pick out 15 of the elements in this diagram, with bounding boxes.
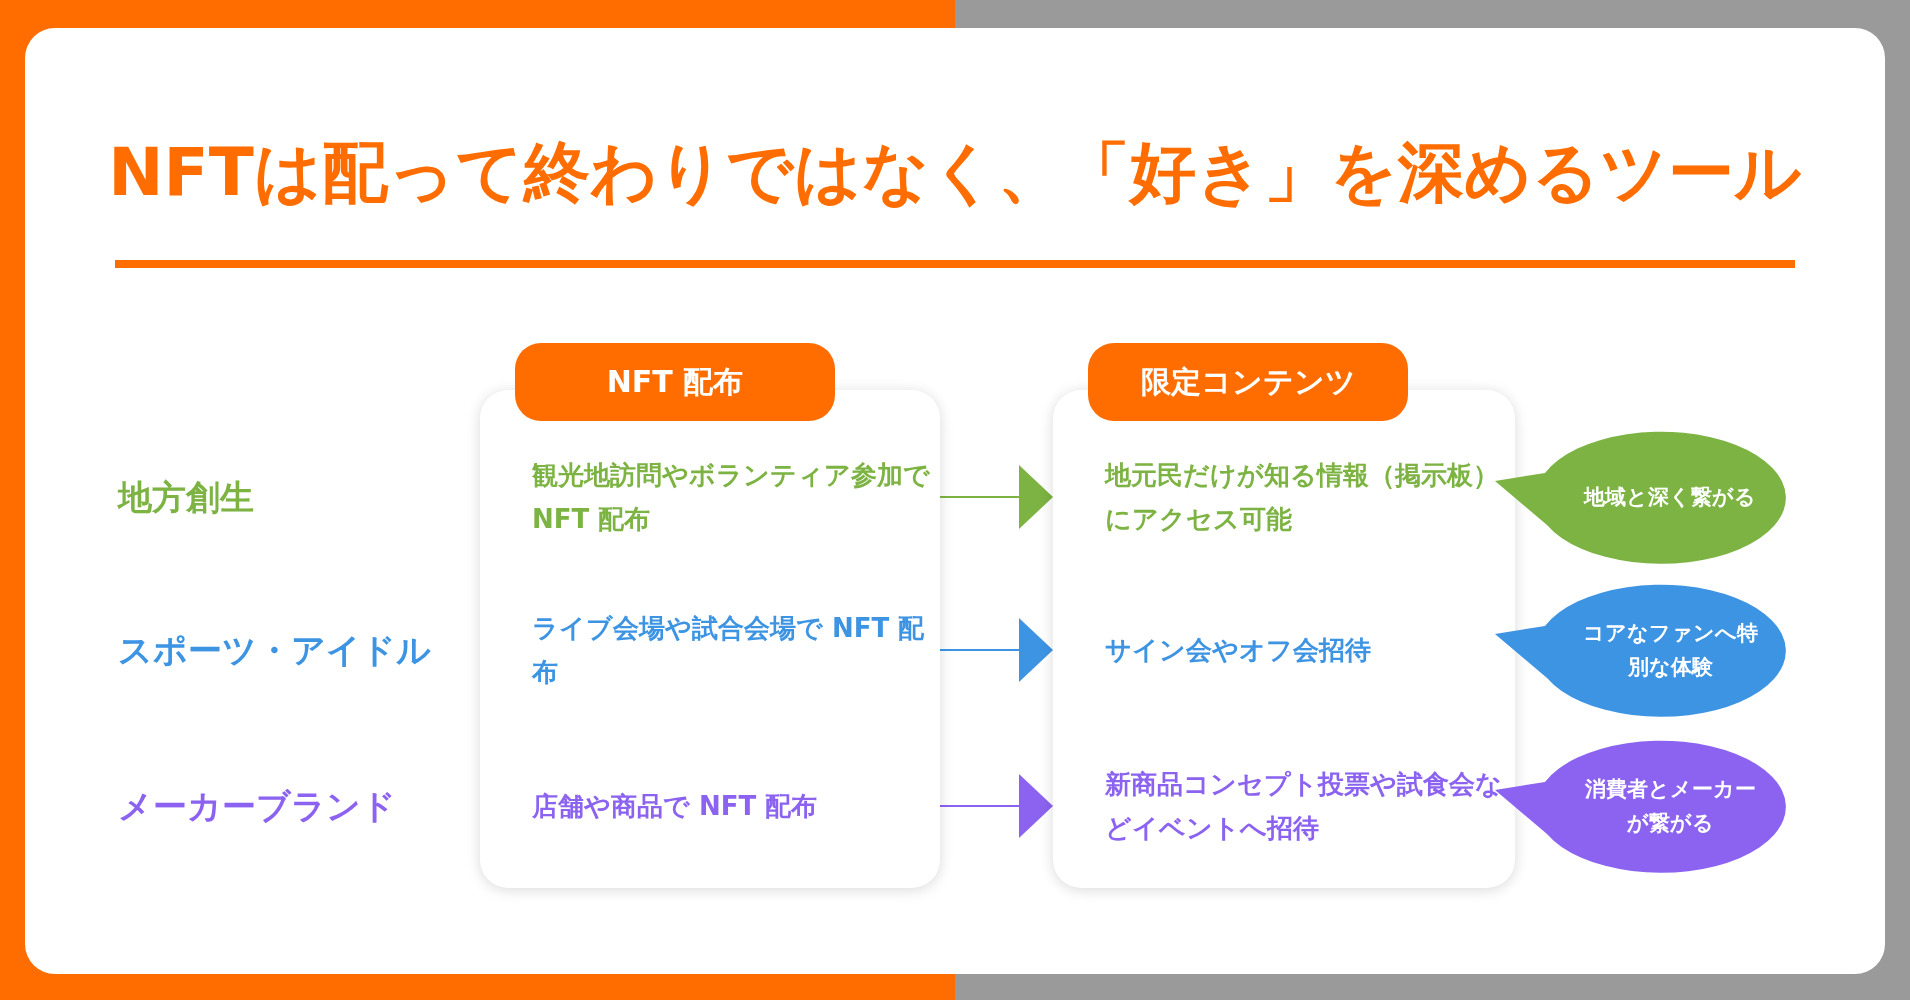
content-text: ライブ会場や試合会場で NFT 配布 [480,605,940,695]
title: NFTは配って終わりではなく、「好き」を深めるツール [107,133,1803,213]
card-heading: NFT 配布 [515,343,835,421]
content-text: サイン会やオフ会招待 [1053,605,1515,695]
card-heading: 限定コンテンツ [1088,343,1408,421]
row-label: 地方創生 [118,476,254,519]
arrow [939,618,1053,682]
arrow [939,774,1053,838]
arrow [939,465,1053,529]
row-label: スポーツ・アイドル [118,629,431,672]
content-text: 地元民だけが知る情報（掲示板）にアクセス可能 [1053,452,1515,542]
content-text: 新商品コンセプト投票や試食会などイベントへ招待 [1053,761,1515,851]
row-label: メーカーブランド [118,785,396,828]
content-text: 観光地訪問やボランティア参加で NFT 配布 [480,452,940,542]
content-text: 店舗や商品で NFT 配布 [480,761,940,851]
